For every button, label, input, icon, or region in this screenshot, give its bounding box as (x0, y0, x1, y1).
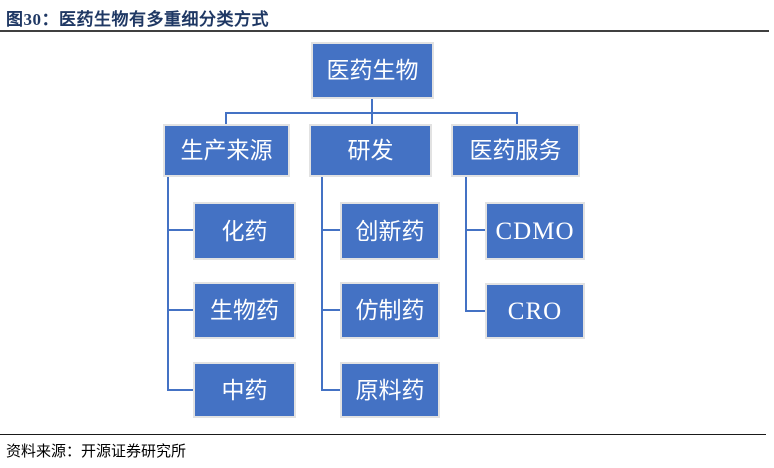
node-label: 医药生物 (326, 58, 419, 83)
node-cdmo: CDMO (485, 202, 585, 260)
connector-branch0-stem (167, 177, 169, 390)
connector-branch2-stem (465, 177, 467, 311)
node-biologics: 生物药 (193, 282, 296, 339)
connector-branch0-stub1 (167, 229, 193, 231)
node-label: 中药 (221, 377, 268, 403)
node-label: 化药 (221, 218, 268, 244)
connector-branch1-stub2 (321, 309, 340, 311)
connector-drop-right (516, 112, 518, 124)
node-innovative-drugs: 创新药 (340, 202, 440, 260)
connector-drop-left (225, 112, 227, 124)
connector-drop-mid (371, 112, 373, 124)
node-label: 仿制药 (355, 298, 425, 323)
figure-title: 图30：医药生物有多重细分类方式 (6, 10, 269, 29)
footer-divider (0, 434, 766, 435)
connector-branch1-stub3 (321, 389, 340, 391)
node-label: 原料药 (355, 377, 425, 403)
node-medical-services: 医药服务 (451, 124, 580, 177)
node-production-source: 生产来源 (163, 124, 290, 177)
node-label: 创新药 (355, 218, 425, 244)
node-root: 医药生物 (311, 42, 434, 99)
connector-branch2-stub2 (465, 310, 485, 312)
node-label: 生物药 (210, 298, 279, 323)
node-rnd: 研发 (309, 124, 432, 177)
node-api-drugs: 原料药 (340, 362, 440, 418)
connector-root-stem (371, 99, 373, 113)
node-tcm: 中药 (193, 362, 296, 418)
node-chemical-drugs: 化药 (193, 202, 296, 260)
connector-branch2-stub1 (465, 229, 485, 231)
node-label: 生产来源 (180, 138, 273, 163)
node-cro: CRO (485, 283, 585, 339)
connector-branch1-stub1 (321, 229, 340, 231)
connector-branch1-stem (321, 177, 323, 390)
node-label: CDMO (495, 217, 575, 245)
title-divider (0, 30, 769, 32)
node-generic-drugs: 仿制药 (340, 282, 440, 339)
source-note: 资料来源：开源证券研究所 (6, 444, 187, 460)
node-label: 研发 (347, 138, 394, 163)
connector-branch0-stub3 (167, 389, 193, 391)
connector-branch0-stub2 (167, 309, 193, 311)
node-label: CRO (507, 297, 563, 325)
node-label: 医药服务 (469, 138, 562, 163)
